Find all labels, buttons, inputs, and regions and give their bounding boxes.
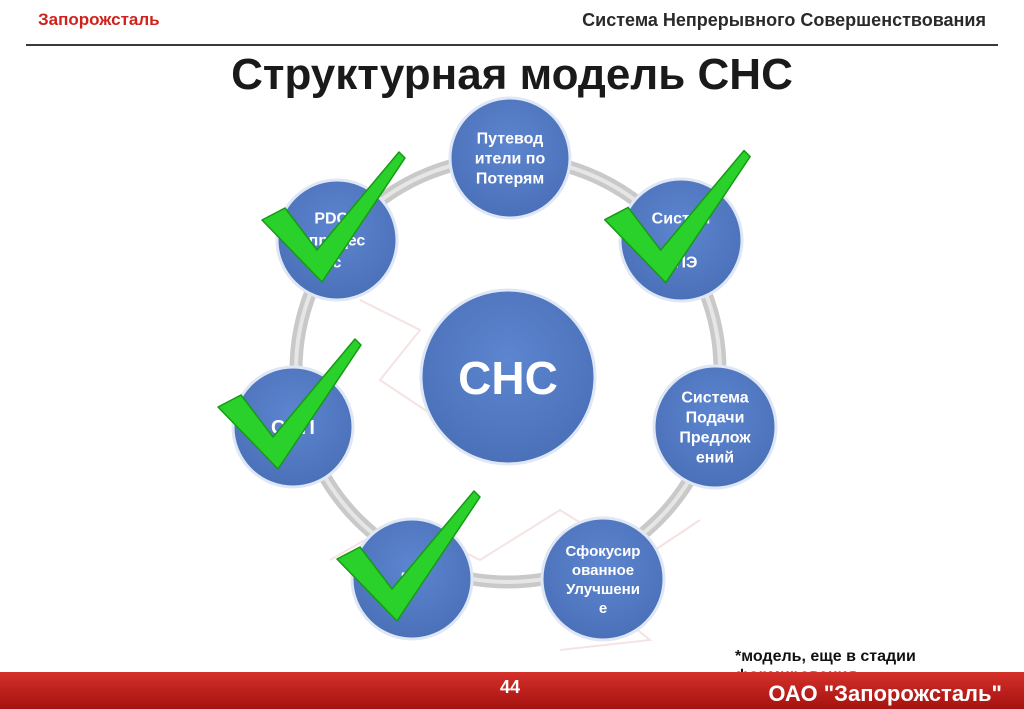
node-suggestion-system-label-line: Система [681, 390, 748, 407]
node-loss-guides: Путевод ители по Потерям [448, 96, 572, 220]
node-suggestion-system-label-line: ений [696, 450, 734, 467]
node-loss-guides-label-line: Потерям [476, 171, 544, 188]
node-suggestion-system-label-line: Подачи [686, 410, 745, 427]
node-kpi-system: СистемаКПЭ [604, 149, 751, 303]
footer-bar [0, 672, 1024, 709]
footer-company: ОАО "Запорожсталь" [768, 681, 1002, 706]
header-company: Запорожсталь [38, 10, 160, 29]
page-number: 44 [499, 677, 521, 697]
node-loss-guides-label-line: Путевод [477, 131, 544, 148]
node-loss-guides-circle [448, 96, 572, 220]
node-focused-improvement-label-line: Сфокусир [566, 543, 641, 560]
node-focused-improvement-label-line: Улучшени [566, 581, 640, 598]
node-focused-improvement-circle [540, 516, 666, 642]
center-node-label: СНС [458, 352, 558, 404]
node-suggestion-system-circle [652, 364, 778, 490]
node-5s: 5С [336, 490, 481, 641]
node-focused-improvement-label-line: е [599, 600, 607, 617]
header-system-name: Система Непрерывного Совершенствования [582, 10, 986, 30]
node-loss-guides-label-line: ители по [475, 151, 546, 168]
slide-title: Структурная модель СНС [231, 50, 793, 99]
node-pdca: PDCAпроцесс [261, 151, 406, 302]
node-pdca-label-line: с [333, 255, 342, 272]
checkmark-icon [261, 151, 406, 283]
checkmark-icon [217, 338, 362, 470]
header-divider [26, 44, 998, 46]
node-suggestion-system-label-line: Предлож [679, 430, 751, 447]
checkmark-icon [336, 490, 481, 622]
node-sop: СОП [217, 338, 362, 489]
node-focused-improvement-label-line: ованное [572, 562, 634, 579]
center-node: СНС [419, 288, 597, 466]
checkmark-icon [604, 149, 751, 284]
